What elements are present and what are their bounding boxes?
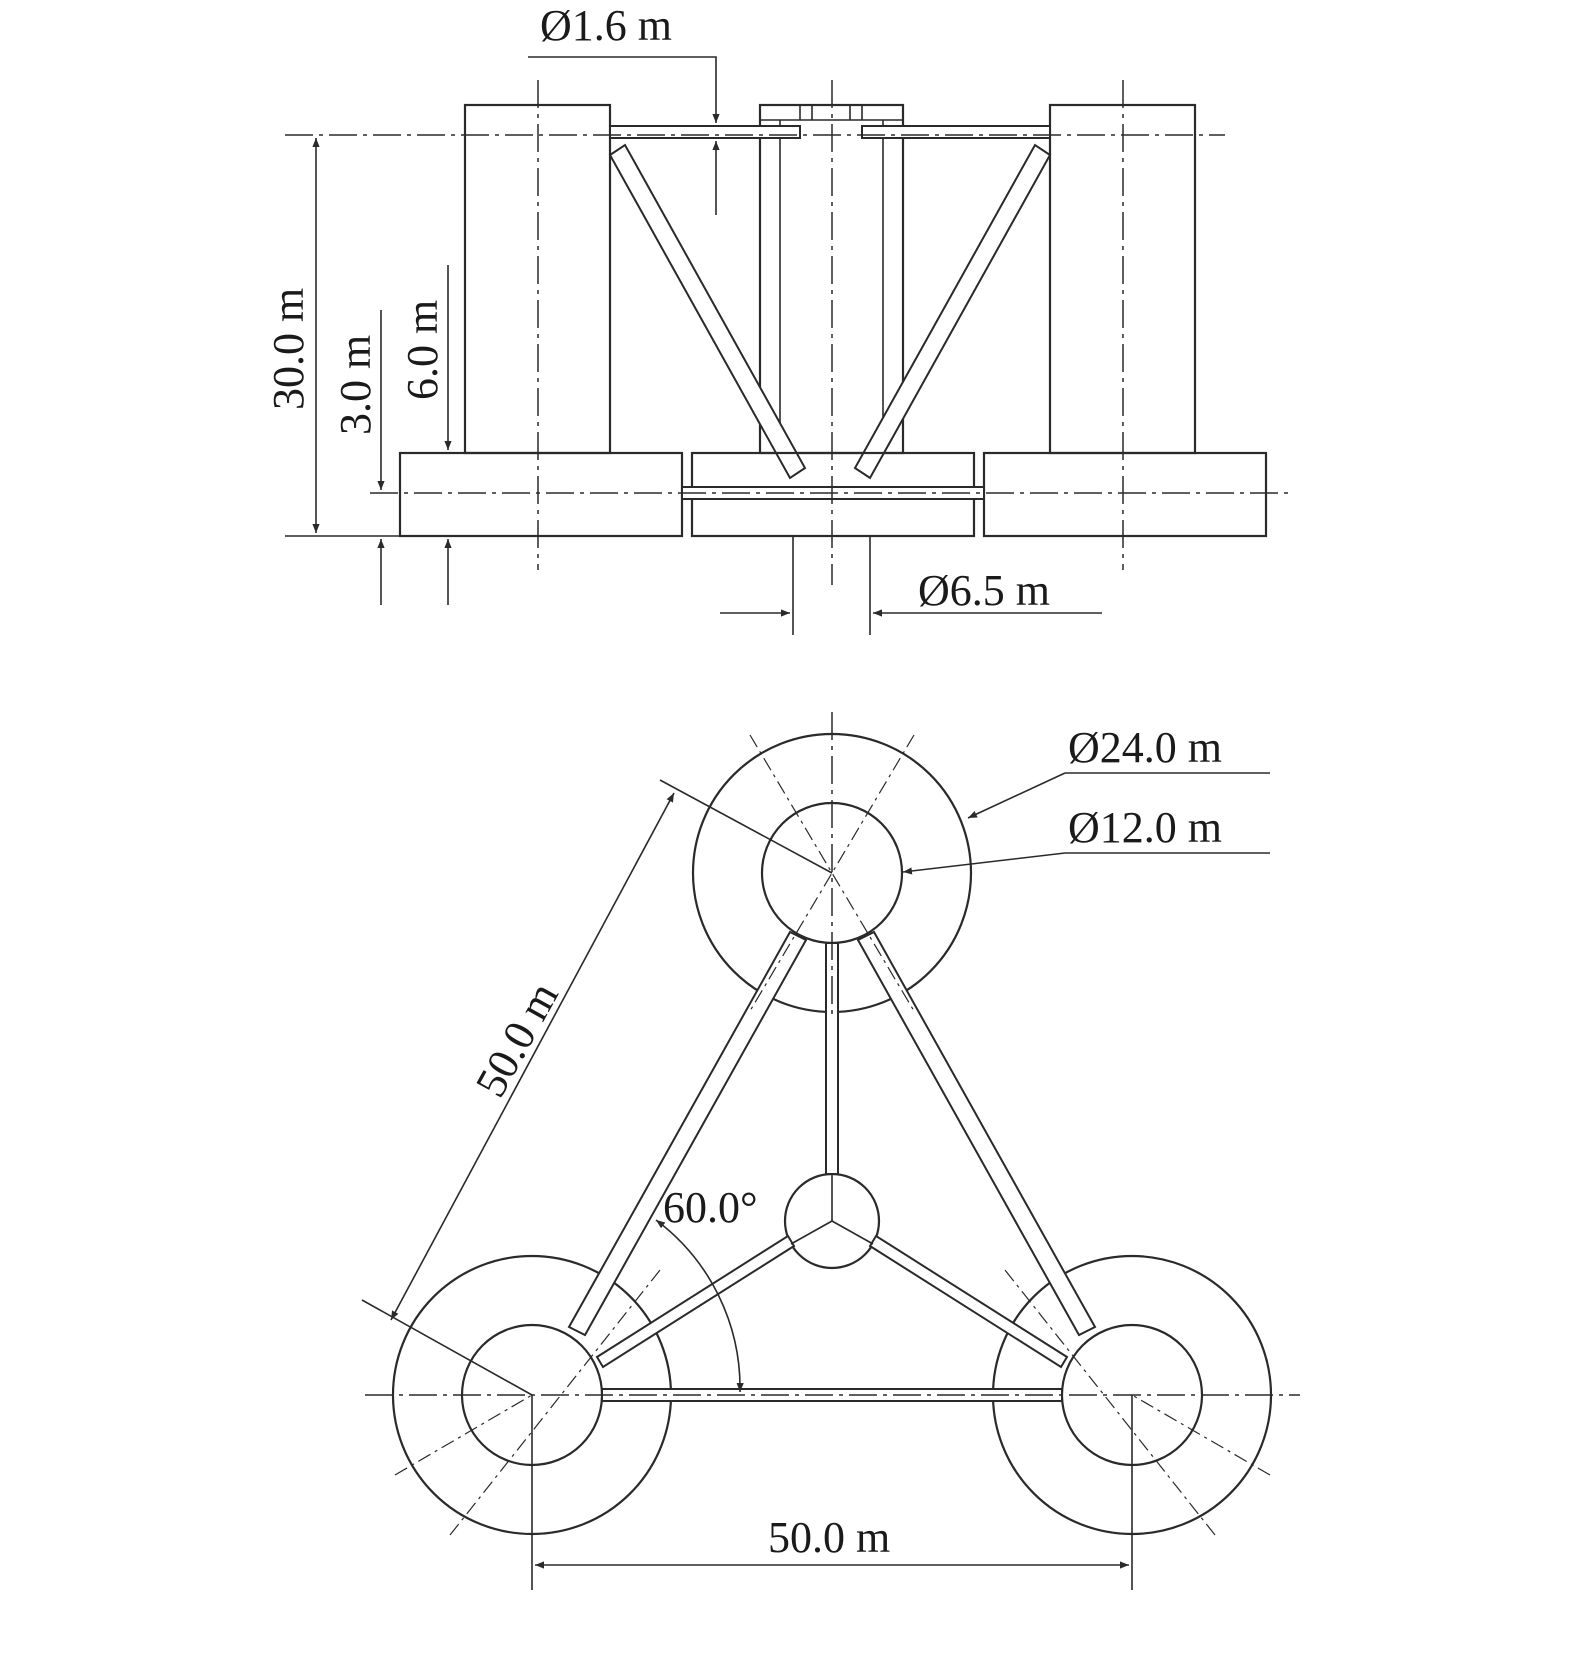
label-height-total: 30.0 m [264,288,313,410]
label-side-length-diag: 50.0 m [466,974,568,1105]
side-view: Ø1.6 m Ø6.5 m 30.0 m 3.0 m 6.0 m [264,1,1290,635]
label-angle: 60.0° [663,1183,758,1232]
brace-top-left [567,930,808,1337]
label-dia-outer: Ø24.0 m [1068,723,1222,772]
top-view: Ø24.0 m Ø12.0 m 50.0 m 50.0 m 60.0° [361,712,1300,1590]
brace-top-right [856,930,1097,1337]
label-dia-brace: Ø1.6 m [540,1,672,50]
pontoon-left [398,451,684,538]
top-brace-left [609,125,801,139]
label-dia-inner: Ø12.0 m [1068,803,1222,852]
label-dia-center-column: Ø6.5 m [918,566,1050,615]
label-height-pontoon: 6.0 m [398,300,447,400]
top-brace-right [861,125,1051,139]
label-height-half-pontoon: 3.0 m [331,335,380,435]
pontoon-right [982,451,1268,538]
label-side-length-base: 50.0 m [768,1513,890,1562]
diagonal-brace-left [608,143,807,480]
diagonal-brace-right [853,143,1052,480]
